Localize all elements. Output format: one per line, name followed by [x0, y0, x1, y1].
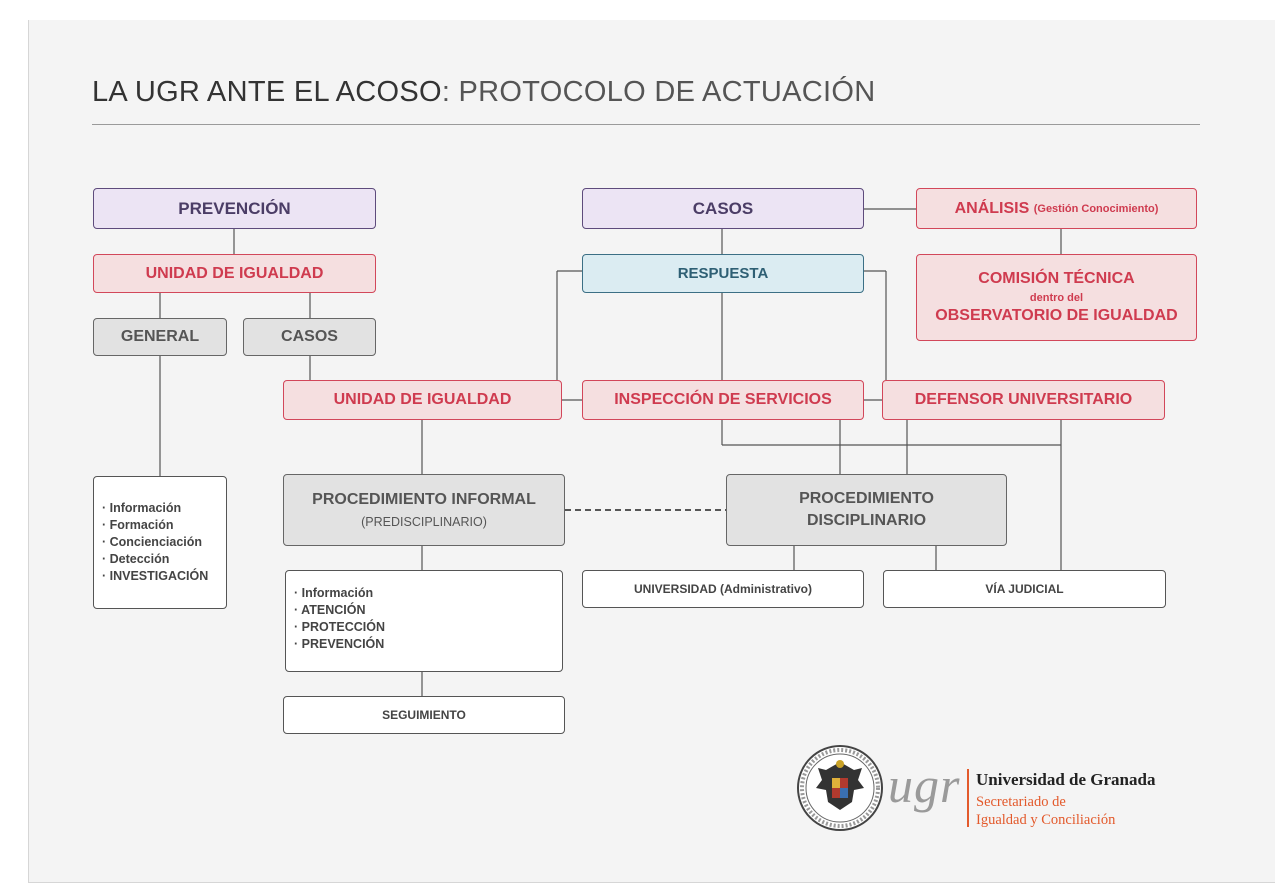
list-item: · Concienciación — [102, 535, 203, 549]
defensor-label: DEFENSOR UNIVERSITARIO — [914, 391, 1133, 408]
casos-box: CASOS — [582, 188, 864, 229]
procedimiento-informal-box: PROCEDIMIENTO INFORMAL (PREDISCIPLINARIO… — [283, 474, 565, 546]
list-item: · Información — [102, 501, 182, 515]
analisis-box: ANÁLISIS (Gestión Conocimiento) — [916, 188, 1197, 229]
seguimiento-box: SEGUIMIENTO — [283, 696, 565, 734]
proc-disciplinario-line1: PROCEDIMIENTO — [799, 490, 934, 507]
list-item: · ATENCIÓN — [294, 603, 366, 617]
comision-line3: OBSERVATORIO DE IGUALDAD — [935, 307, 1178, 324]
secretariado-line1: Secretariado de — [976, 794, 1066, 810]
unidad-igualdad-top-box: UNIDAD DE IGUALDAD — [93, 254, 376, 293]
casos-left-label: CASOS — [281, 328, 338, 345]
ugr-wordmark: ugr — [888, 757, 961, 813]
casos-left-box: CASOS — [243, 318, 376, 356]
informal-list-box: · Información · ATENCIÓN · PROTECCIÓN · … — [285, 570, 563, 672]
defensor-box: DEFENSOR UNIVERSITARIO — [882, 380, 1165, 420]
unidad-igualdad-mid-box: UNIDAD DE IGUALDAD — [283, 380, 562, 420]
proc-disciplinario-line2: DISCIPLINARIO — [806, 512, 927, 529]
analisis-label: ANÁLISIS — [954, 199, 1030, 217]
universidad-box: UNIVERSIDAD (Administrativo) — [582, 570, 864, 608]
list-item: · Detección — [102, 552, 170, 566]
casos-label: CASOS — [692, 198, 754, 218]
analisis-sub-label: (Gestión Conocimiento) — [1033, 202, 1159, 215]
unidad-igualdad-mid-label: UNIDAD DE IGUALDAD — [333, 391, 512, 408]
proc-informal-sub-label: (PREDISCIPLINARIO) — [361, 515, 487, 529]
inspeccion-label: INSPECCIÓN DE SERVICIOS — [614, 391, 832, 408]
university-name: Universidad de Granada — [976, 770, 1156, 789]
universidad-label: UNIVERSIDAD (Administrativo) — [633, 582, 812, 596]
respuesta-box: RESPUESTA — [582, 254, 864, 293]
general-box: GENERAL — [93, 318, 227, 356]
procedimiento-disciplinario-box: PROCEDIMIENTO DISCIPLINARIO — [726, 474, 1007, 546]
comision-tecnica-box: COMISIÓN TÉCNICA dentro del OBSERVATORIO… — [916, 254, 1197, 341]
secretariado-line2: Igualdad y Conciliación — [976, 812, 1116, 828]
title-subtitle: : PROTOCOLO DE ACTUACIÓN — [441, 76, 876, 108]
page-title: LA UGR ANTE EL ACOSO: PROTOCOLO DE ACTUA… — [92, 76, 876, 109]
university-seal-icon — [797, 745, 883, 831]
list-item: · INVESTIGACIÓN — [102, 569, 209, 583]
prevencion-box: PREVENCIÓN — [93, 188, 376, 229]
title-divider — [92, 124, 1200, 125]
list-item: · PREVENCIÓN — [294, 637, 385, 651]
prevencion-list-box: · Información · Formación · Concienciaci… — [93, 476, 227, 609]
prevencion-label: PREVENCIÓN — [178, 198, 291, 218]
via-judicial-label: VÍA JUDICIAL — [985, 582, 1064, 596]
diagram-canvas — [28, 20, 1275, 883]
unidad-igualdad-top-label: UNIDAD DE IGUALDAD — [145, 264, 324, 282]
comision-line1: COMISIÓN TÉCNICA — [978, 270, 1135, 287]
inspeccion-box: INSPECCIÓN DE SERVICIOS — [582, 380, 864, 420]
proc-informal-label: PROCEDIMIENTO INFORMAL — [312, 491, 536, 508]
title-main: LA UGR ANTE EL ACOSO — [92, 76, 442, 108]
list-item: · PROTECCIÓN — [294, 620, 385, 634]
comision-line2: dentro del — [1029, 292, 1084, 304]
logo-divider — [967, 769, 969, 827]
general-label: GENERAL — [120, 328, 200, 345]
list-item: · Formación — [102, 518, 174, 532]
via-judicial-box: VÍA JUDICIAL — [883, 570, 1166, 608]
list-item: · Información — [294, 586, 374, 600]
secretariado-name: Secretariado de Igualdad y Conciliación — [976, 793, 1115, 829]
seguimiento-label: SEGUIMIENTO — [382, 708, 466, 722]
respuesta-label: RESPUESTA — [677, 265, 769, 282]
